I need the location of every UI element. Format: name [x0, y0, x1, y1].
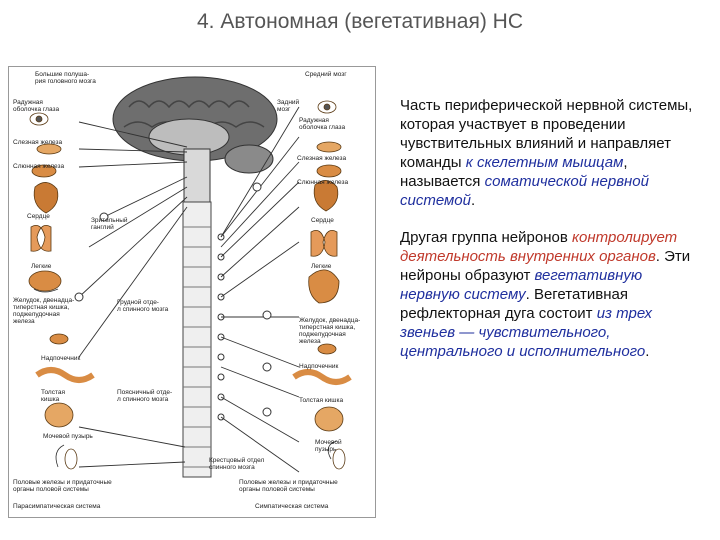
label-stomach-right: Желудок, двенадца-типерстная кишка,подже…: [299, 317, 361, 345]
label-lumbar-cord: Поясничный отде-л спинного мозга: [117, 389, 173, 403]
label-salivary-right: Слюнная железа: [297, 179, 349, 186]
text-emphasis: из трех звеньев — чувствительного, центр…: [400, 305, 653, 360]
ganglia: [74, 182, 272, 417]
label-sympathetic-system: Симпатическая система: [255, 503, 329, 510]
label-lungs-left: Легкие: [31, 263, 52, 270]
text-run: . Эти нейроны образуют: [400, 248, 691, 284]
text-emphasis: контролирует деятельность внутренних орг…: [400, 229, 678, 265]
text-emphasis: вегетативную нервную систему: [400, 267, 643, 303]
label-adrenal-right: Надпочечник: [299, 363, 339, 370]
label-heart-left: Сердце: [27, 213, 50, 220]
label-thoracic-cord: Грудной отде-л спинного мозга: [117, 299, 169, 313]
text-run: .: [645, 343, 650, 360]
body-text: Часть периферической нервной системы, ко…: [400, 96, 700, 379]
sympathetic-chain: [217, 233, 225, 421]
nervous-system-figure: Большие полуша-рия головного мозга Радуж…: [8, 66, 376, 518]
label-cerebral-hemispheres: Большие полуша-рия головного мозга: [35, 71, 96, 85]
paragraph-autonomic: Другая группа нейронов контролирует деят…: [400, 228, 700, 361]
label-heart-right: Сердце: [311, 217, 334, 224]
slide-title: 4. Автономная (вегетативная) НС: [197, 10, 523, 33]
label-parasympathetic-system: Парасимпатическая система: [13, 503, 101, 510]
text-emphasis: соматической нервной системой: [400, 173, 649, 209]
label-stomach-left: Желудок, двенадца-типерстная кишка,подже…: [13, 297, 75, 325]
label-colon-right: Толстая кишка: [299, 397, 344, 404]
spinal-cord: [182, 201, 212, 478]
nervous-system-diagram: [28, 76, 352, 478]
label-midbrain: Средний мозг: [305, 71, 347, 78]
label-bladder-left: Мочевой пузырь: [43, 433, 93, 440]
label-adrenal-left: Надпочечник: [41, 355, 81, 362]
text-run: , называется: [400, 154, 628, 190]
text-run: Другая группа нейронов: [400, 229, 572, 246]
nerve-fibers: [78, 106, 300, 473]
paragraph-somatic: Часть периферической нервной системы, ко…: [400, 96, 700, 210]
right-organs: [292, 100, 352, 470]
text-emphasis: к скелетным мышцам: [465, 154, 624, 171]
brain-illustration: [112, 76, 278, 205]
label-salivary-left: Слюнная железа: [13, 163, 65, 170]
text-run: .: [470, 192, 476, 209]
label-lungs-right: Легкие: [311, 263, 332, 270]
label-lacrimal-left: Слезная железа: [13, 139, 63, 146]
left-organs: [28, 112, 95, 470]
text-run: Часть периферической нервной системы, ко…: [400, 97, 693, 171]
text-run: . Вегетативная рефлекторная дуга состоит: [400, 286, 628, 322]
label-lacrimal-right: Слезная железа: [297, 155, 347, 162]
